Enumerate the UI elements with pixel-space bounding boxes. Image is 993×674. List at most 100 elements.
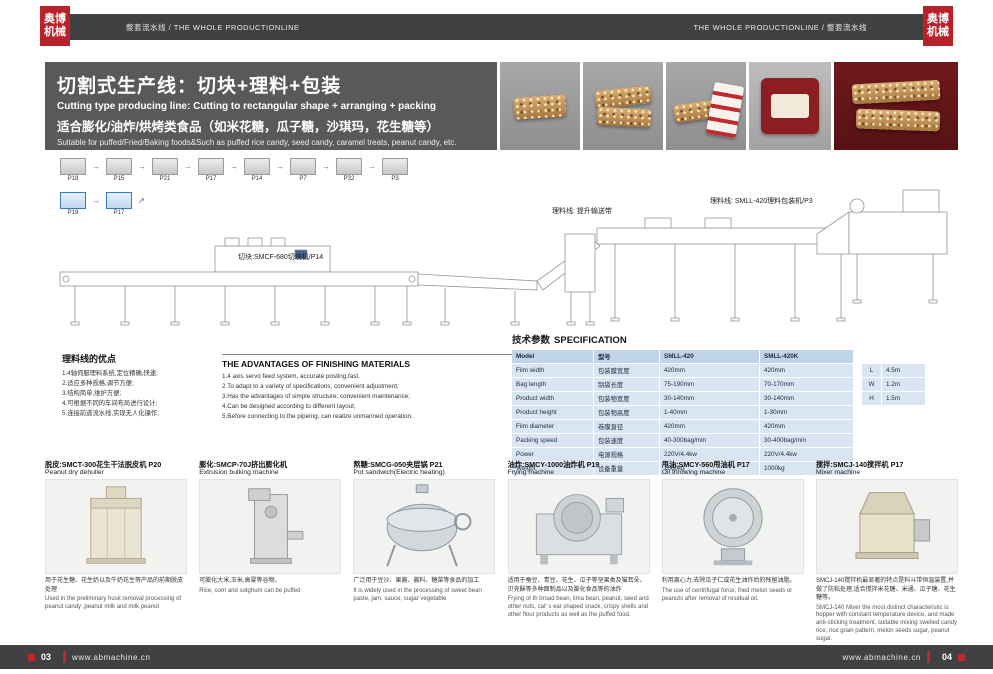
flowchart-step: P17 — [104, 192, 134, 216]
spec-dim-cell — [862, 434, 882, 448]
candy-bar-graphic — [855, 108, 941, 132]
spec-cell: 30-140mm — [760, 392, 854, 406]
machine-desc-en: Rice, corn and sotghum can be puffed — [199, 587, 301, 594]
spec-cell: 制袋长度 — [594, 378, 660, 392]
spec-cell: 卷膜直径 — [594, 420, 660, 434]
brand-logo-text: 奥博机械 — [44, 13, 66, 38]
machine-desc-cn: SMCJ-140搅拌机最显著的特点是料斗带恒温装置,并做了防粘处理,适合搅拌米花… — [815, 578, 956, 602]
flowchart-step-label: P32 — [343, 176, 355, 182]
footer-page-number-left: 03 — [41, 652, 52, 662]
advantage-item: 1.4轴伺服理料系统,定位精确,快速; — [62, 370, 158, 377]
machine-card-extruder: 膨化:SMCP-70J挤出膨化机 Extrusion bulking machi… — [199, 460, 342, 644]
flow-arrow-icon: → — [138, 161, 146, 171]
machine-desc-cn: 广泛用于豆沙、果酱、酱料、糖菜等食品的加工 — [353, 578, 480, 585]
machine-title-en: Oil throwing machine — [661, 469, 726, 477]
flowchart-row-1: P18→P15→P21→P17→P14→P7→P32→P3 — [58, 158, 478, 182]
diagram-label-conveyor: 理料线: 提升输送带 — [552, 208, 612, 215]
advantages-section: 理料线的优点 1.4轴伺服理料系统,定位精确,快速;2.适应多种规格,调节方便;… — [62, 352, 514, 450]
spec-cell: 40-300bag/min — [660, 434, 760, 448]
product-photo-stacked-bars — [583, 62, 663, 150]
spec-dim-value-cell: 1.5m — [882, 392, 926, 406]
flow-arrow-icon: → — [92, 195, 100, 205]
machine-desc-en: It is widely used in the processing of s… — [353, 587, 482, 602]
spec-dim-value-cell: 4.5m — [882, 364, 926, 378]
spec-cell: Weight — [512, 462, 594, 476]
footer-left: 03 www.abmachine.cn — [28, 645, 151, 669]
spec-dim-value-cell — [882, 406, 926, 420]
flowchart-step-label: P18 — [67, 176, 79, 182]
extruder-machine-icon — [248, 488, 304, 564]
page-title-cn: 切割式生产线：切块+理料+包装 — [57, 76, 342, 97]
flow-arrow-icon: → — [92, 161, 100, 171]
machine-title-cn: 膨化:SMCP-70J挤出膨化机 — [199, 460, 288, 469]
machine-title-en: Pot sandwich(Electric heating) — [353, 469, 445, 477]
machine-title-cn: 搅拌:SMCJ-140搅拌机 P17 — [815, 460, 904, 469]
product-photo-packaged-candy — [749, 62, 831, 150]
flowchart-step: P15 — [104, 158, 134, 182]
spec-cell: SMLL-420K — [760, 350, 854, 364]
flow-arrow-icon: → — [368, 161, 376, 171]
diagram-label-packing-machine: 理料线: SMLL-420理料包装机/P3 — [710, 198, 813, 205]
spec-dim-value-cell — [882, 434, 926, 448]
flow-arrow-icon: → — [184, 161, 192, 171]
machine-title-cn: 油炸:SMCY-1000油炸机 P19 — [507, 460, 600, 469]
advantages-en: THE ADVANTAGES OF FINISHING MATERIALS 1.… — [222, 354, 512, 422]
candy-bar-graphic — [513, 94, 567, 120]
title-banner: 切割式生产线：切块+理料+包装 Cutting type producing l… — [45, 62, 497, 150]
flowchart-step: P7 — [288, 158, 318, 182]
machine-thumb-icon — [382, 158, 408, 175]
machine-desc-cn: 可膨化大米,玉米,高粱等谷物。 — [199, 578, 281, 585]
spec-cell: Power — [512, 448, 594, 462]
machine-thumb-icon — [60, 192, 86, 209]
mixer-machine-icon — [855, 491, 931, 559]
flow-arrow-icon: ↗ — [138, 195, 145, 205]
machine-desc-en: Frying of th broad bean, lima bean, pean… — [507, 596, 649, 618]
red-square-icon — [958, 653, 965, 661]
wrapper-graphic — [705, 81, 745, 139]
oil-thrower-machine-image — [661, 479, 804, 575]
spec-cell: 420mm — [760, 420, 854, 434]
machine-card-fryer: 油炸:SMCY-1000油炸机 P19 Frying machine 适用于蚕豆… — [507, 460, 650, 644]
flow-arrow-icon: → — [322, 161, 330, 171]
advantage-item: 5.连接前道流水线,实现无人化操作; — [62, 410, 159, 418]
spec-cell: Bag length — [512, 378, 594, 392]
machines-section: 脱皮:SMCT-300花生干法脱皮机 P20 Peanut dry dehull… — [45, 460, 958, 644]
advantage-item: 3.Has the advantages of simple structure… — [222, 393, 410, 401]
flowchart-step-label: P7 — [299, 176, 307, 182]
dehuller-machine-image — [45, 479, 187, 575]
advantage-item: 5.Before connecting to the pipeing, can … — [222, 413, 413, 421]
flowchart-step: P19 — [58, 192, 88, 216]
machine-thumb-icon — [198, 158, 224, 175]
spec-cell: 包装膜宽度 — [594, 364, 660, 378]
spec-cell: 包装物高度 — [594, 406, 660, 420]
spec-dim-value-cell: 1.2m — [882, 378, 926, 392]
spec-cell: 420mm — [760, 364, 854, 378]
spec-spacer — [854, 406, 862, 420]
page-subtitle-en: Suitable for puffed/Fried/Baking foods&S… — [57, 138, 457, 147]
package-graphic — [761, 78, 819, 134]
header-right-label: THE WHOLE PRODUCTIONLINE / 整套流水线 — [693, 22, 867, 32]
spec-spacer — [854, 420, 862, 434]
spec-cell: 220V/4.4kw — [760, 448, 854, 462]
spec-cell: 220V/4.4kw — [660, 448, 760, 462]
machine-thumb-icon — [290, 158, 316, 175]
machine-title-cn: 甩油:SMCY-560甩油机 P17 — [661, 460, 750, 469]
flowchart-step: P32 — [334, 158, 364, 182]
spec-cell: 75-190mm — [660, 378, 760, 392]
flowchart-step: P17 — [196, 158, 226, 182]
spec-spacer — [854, 434, 862, 448]
spec-cell: Film width — [512, 364, 594, 378]
spec-cell: 包装物宽度 — [594, 392, 660, 406]
machine-thumb-icon — [106, 192, 132, 209]
spec-dim-cell — [862, 406, 882, 420]
advantages-cn: 理料线的优点 1.4轴伺服理料系统,定位精确,快速;2.适应多种规格,调节方便;… — [62, 352, 207, 419]
machine-desc-cn: 利用离心力,去除瓜子仁或花生油炸后的残留油脂。 — [661, 578, 796, 585]
